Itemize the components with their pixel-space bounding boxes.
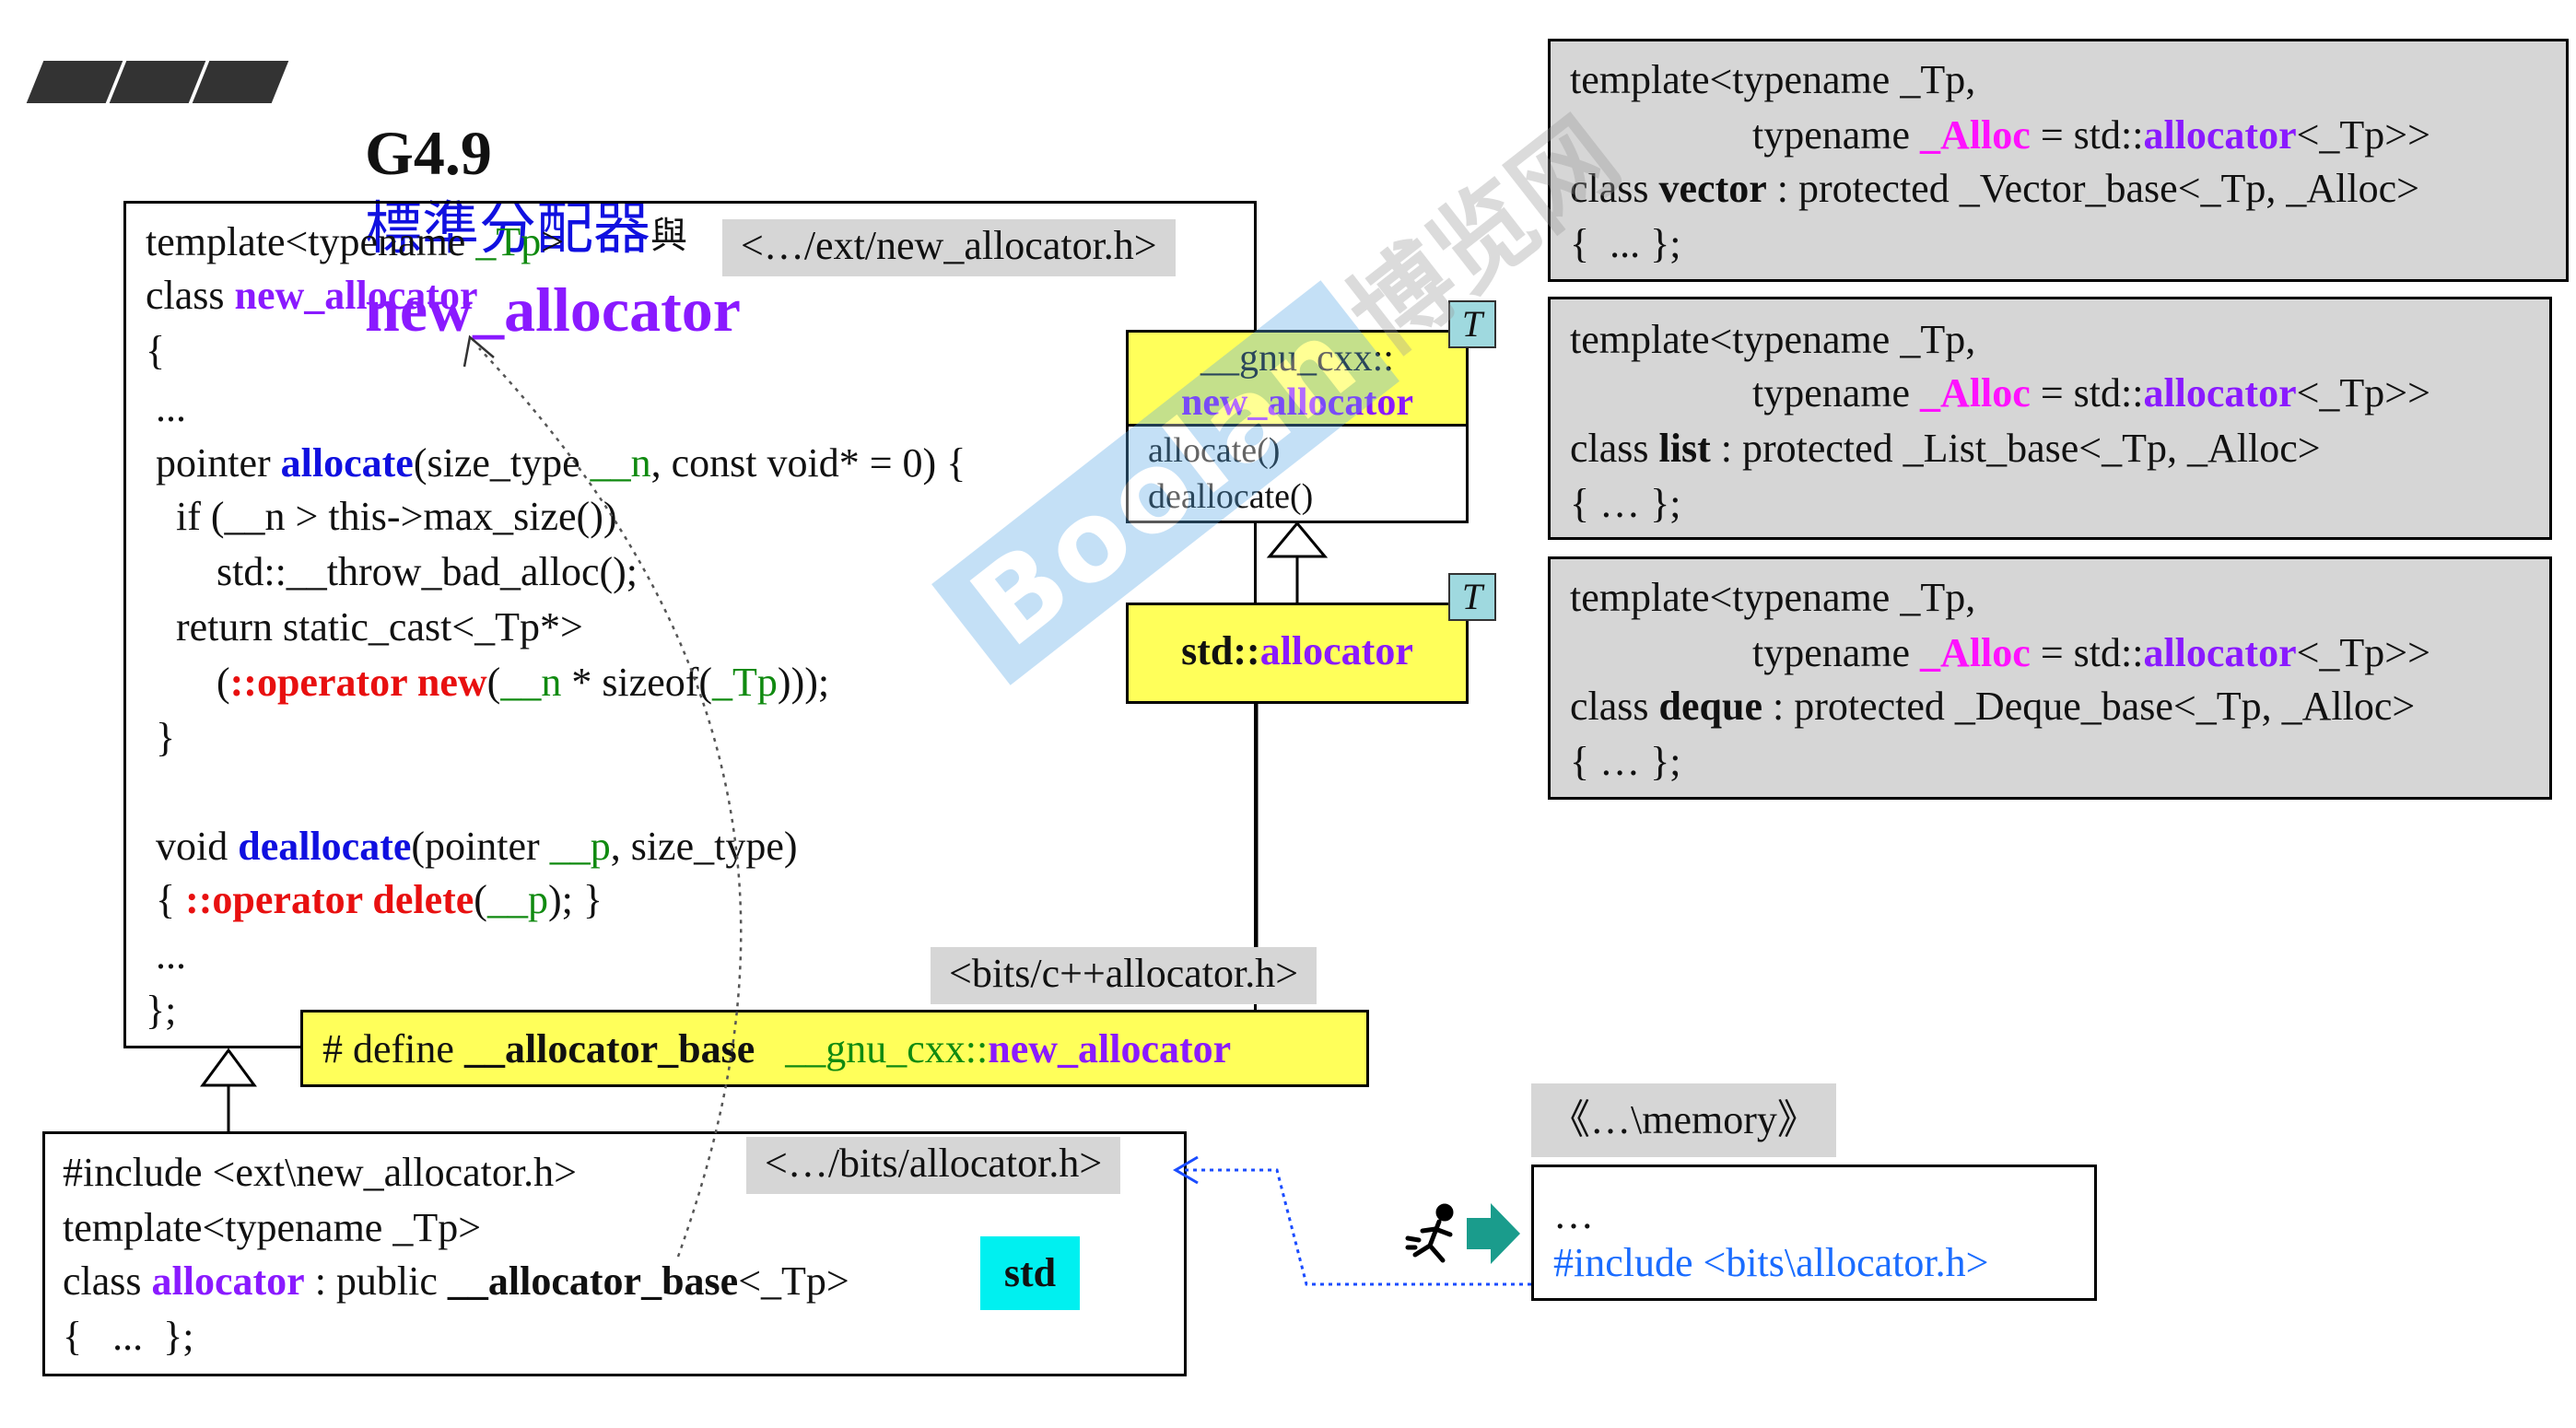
title-name: new_allocator — [365, 275, 741, 345]
define-box — [300, 1010, 1369, 1087]
allocator-header-tag: <…/bits/allocator.h> — [746, 1137, 1121, 1194]
inheritance-triangle — [1266, 521, 1329, 558]
memory-header-tag: 《…\memory》 — [1531, 1083, 1836, 1157]
page-title: G4.9 標準分配器與 new_allocator — [334, 42, 741, 346]
uml-op-allocate: allocate() — [1148, 431, 1281, 470]
uml-std-allocator-class — [1126, 603, 1469, 704]
vector-box — [1548, 39, 2569, 282]
code-line: }; — [146, 988, 177, 1033]
code-line: { ... }; — [63, 1314, 194, 1359]
running-man-icon — [1405, 1203, 1454, 1263]
memory-include: #include <bits\allocator.h> — [1553, 1240, 1989, 1285]
code-line: void deallocate(pointer __p, size_type) — [146, 824, 798, 869]
code-line: class allocator : public __allocator_bas… — [63, 1258, 849, 1304]
cxx-allocator-header-tag: <bits/c++allocator.h> — [931, 947, 1317, 1004]
uml-std-allocator-title: std::allocator — [1181, 628, 1413, 673]
allocator-code-box — [42, 1131, 1187, 1376]
title-prefix: G4.9 — [365, 118, 492, 188]
code-line: template<typename _Tp> — [146, 219, 565, 264]
new-allocator-header-tag: <…/ext/new_allocator.h> — [722, 219, 1176, 276]
code-line: #include <ext\new_allocator.h> — [63, 1150, 577, 1195]
code-line: pointer allocate(size_type __n, const vo… — [146, 440, 966, 486]
code-line: class new_allocator — [146, 273, 478, 318]
template-t-icon: T — [1448, 573, 1496, 621]
code-line: std::__throw_bad_alloc(); — [146, 549, 638, 594]
memory-box — [1531, 1165, 2097, 1301]
std-badge: std — [980, 1236, 1080, 1310]
code-line: return static_cast<_Tp*> — [146, 604, 583, 650]
code-line: } — [146, 715, 176, 760]
code-line: ... — [146, 932, 186, 977]
template-t-icon: T — [1448, 300, 1496, 348]
title-cn-and: 與 — [650, 215, 688, 257]
inheritance-triangle — [200, 1048, 257, 1087]
uml-op-deallocate: deallocate() — [1148, 477, 1314, 516]
uml-new-allocator-title: __gnu_cxx:: new_allocator — [1129, 333, 1466, 427]
code-line: { — [146, 328, 166, 373]
code-line: ... — [146, 385, 186, 430]
code-line: template<typename _Tp> — [63, 1205, 482, 1250]
deque-box — [1548, 556, 2552, 800]
right-arrow-icon — [1467, 1203, 1520, 1264]
code-line: if (__n > this->max_size()) — [146, 494, 617, 539]
title-cn-main: 標準分配器 — [365, 194, 651, 262]
code-line: (::operator new(__n * sizeof(_Tp))); — [146, 660, 830, 705]
code-line: { ::operator delete(__p); } — [146, 877, 603, 922]
memory-line: … — [1553, 1192, 1594, 1237]
list-box — [1548, 297, 2552, 540]
define-line: # define __allocator_base __gnu_cxx::new… — [322, 1026, 1232, 1071]
